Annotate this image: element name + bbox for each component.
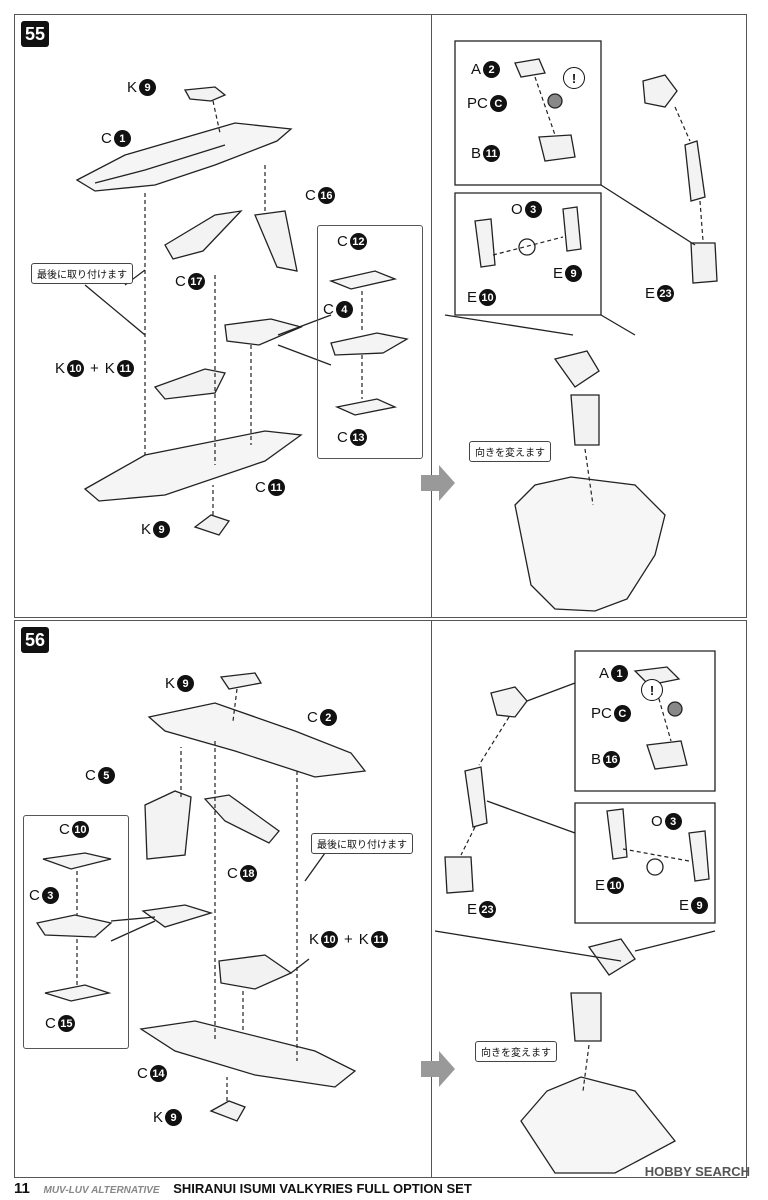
step-55-drawing (75, 40, 718, 612)
panel-divider (431, 15, 432, 617)
note-attach-last: 最後に取り付けます (311, 833, 413, 854)
step-56-drawing (35, 650, 716, 1174)
series-name: MUV-LUV ALTERNATIVE (43, 1185, 160, 1196)
step-number: 56 (21, 627, 49, 653)
product-title: SHIRANUI ISUMI VALKYRIES FULL OPTION SET (173, 1181, 472, 1196)
warning-icon: ! (563, 67, 585, 89)
watermark: HOBBY SEARCH (644, 1164, 750, 1179)
note-change-direction: 向きを変えます (475, 1041, 557, 1062)
sub-box-c12-c4-c13 (317, 225, 423, 459)
step-56-panel: 56 (14, 620, 747, 1178)
note-attach-last: 最後に取り付けます (31, 263, 133, 284)
sub-box-c10-c3-c15 (23, 815, 129, 1049)
step-55-panel: 55 (14, 14, 747, 618)
note-change-direction: 向きを変えます (469, 441, 551, 462)
page-number: 11 (14, 1180, 30, 1197)
step-number: 55 (21, 21, 49, 47)
page-footer: 11 MUV-LUV ALTERNATIVE SHIRANUI ISUMI VA… (14, 1180, 472, 1197)
warning-icon: ! (641, 679, 663, 701)
panel-divider (431, 621, 432, 1177)
